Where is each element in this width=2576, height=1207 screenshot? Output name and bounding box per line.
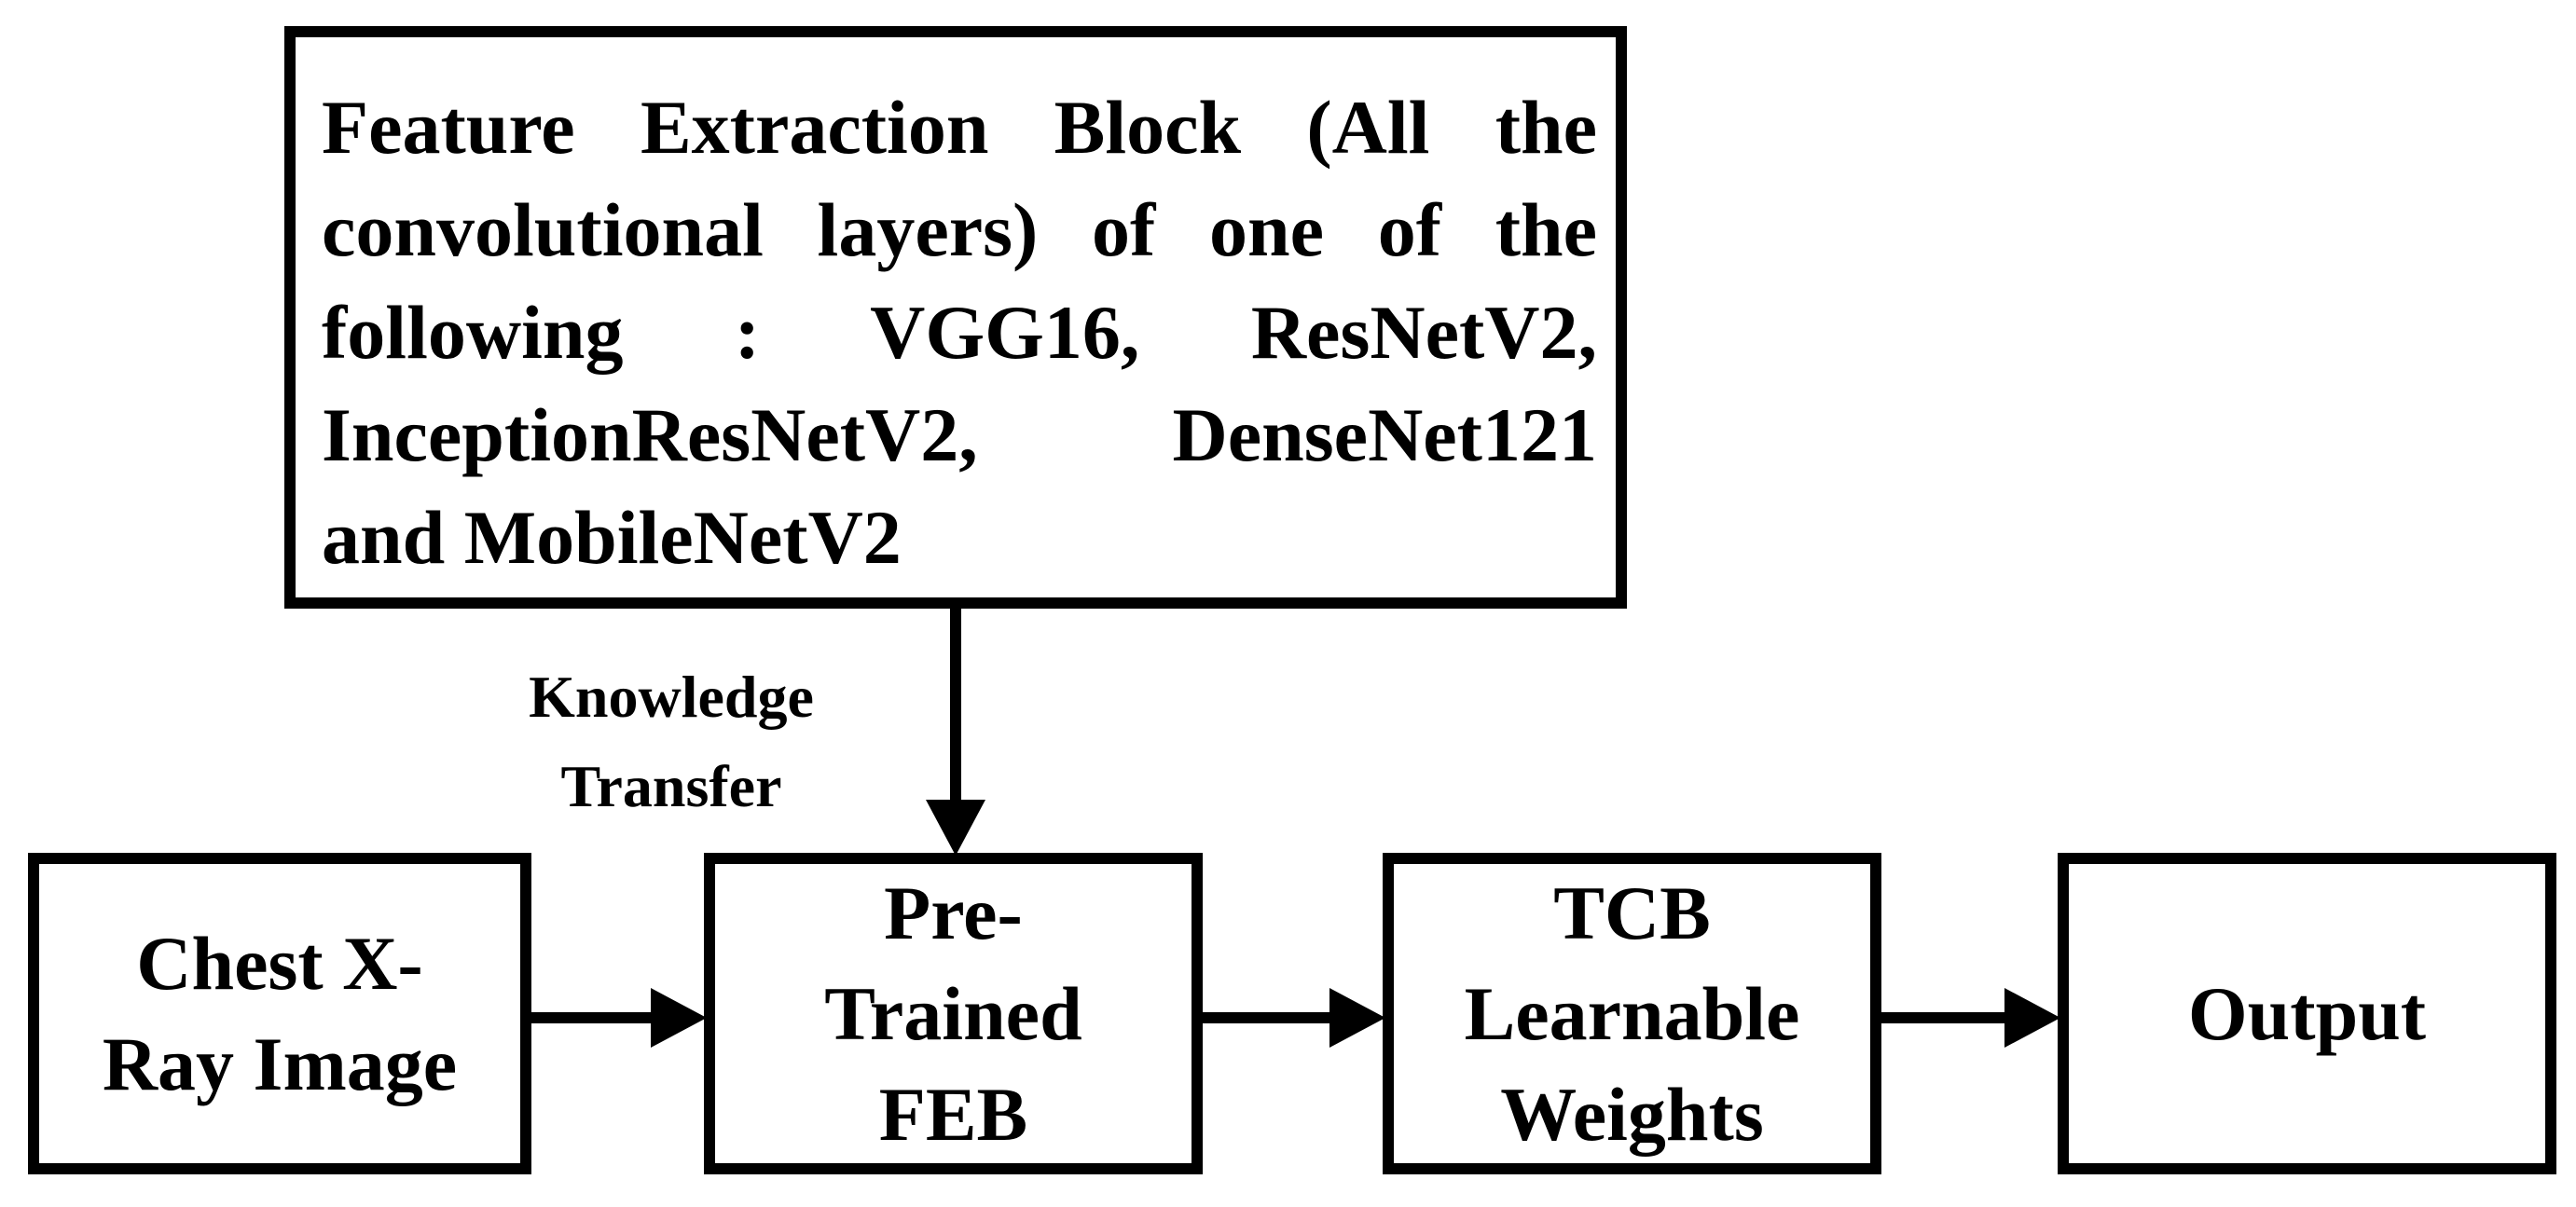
tcb-line-2: Learnable bbox=[1464, 970, 1800, 1056]
tcb-line-3: Weights bbox=[1500, 1071, 1764, 1157]
tcb-learnable-weights-box: TCB Learnable Weights bbox=[1383, 853, 1881, 1174]
arrow-top-to-feb bbox=[926, 609, 985, 856]
output-line-1: Output bbox=[2187, 970, 2427, 1056]
tcb-line-1: TCB bbox=[1553, 870, 1711, 955]
feature-extraction-line-2: convolutional layers) of one of the bbox=[322, 187, 1597, 272]
pretrained-feb-box: Pre- Trained FEB bbox=[704, 853, 1203, 1174]
knowledge-transfer-line-2: Transfer bbox=[560, 753, 782, 819]
feature-extraction-line-5: and MobileNetV2 bbox=[322, 495, 902, 580]
pretrained-feb-line-2: Trained bbox=[824, 970, 1082, 1056]
pretrained-feb-line-3: FEB bbox=[878, 1071, 1028, 1157]
chest-xray-image-box: Chest X- Ray Image bbox=[28, 853, 531, 1174]
pretrained-feb-line-1: Pre- bbox=[884, 870, 1023, 955]
feature-extraction-line-1: Feature Extraction Block (All the bbox=[322, 85, 1597, 170]
arrow-feb-to-tcb bbox=[1203, 988, 1385, 1048]
feature-extraction-block: Feature Extraction Block (All the convol… bbox=[284, 26, 1627, 609]
arrow-tcb-to-output bbox=[1881, 988, 2060, 1048]
knowledge-transfer-label: Knowledge Transfer bbox=[410, 652, 932, 831]
feature-extraction-line-3: following : VGG16, ResNetV2, bbox=[322, 290, 1597, 375]
chest-xray-line-2: Ray Image bbox=[102, 1021, 458, 1106]
knowledge-transfer-line-1: Knowledge bbox=[529, 664, 814, 730]
output-box: Output bbox=[2058, 853, 2556, 1174]
feature-extraction-line-4: InceptionResNetV2, DenseNet121 bbox=[322, 392, 1597, 477]
arrow-xray-to-feb bbox=[531, 988, 707, 1048]
chest-xray-line-1: Chest X- bbox=[136, 920, 423, 1006]
